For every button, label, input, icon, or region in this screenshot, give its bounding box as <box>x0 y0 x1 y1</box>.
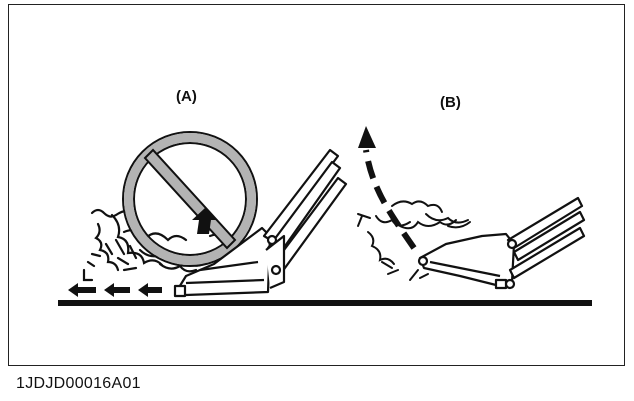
arrow-icon <box>192 208 218 234</box>
panel-a-illustration <box>68 131 348 298</box>
figure-code: 1JDJD00016A01 <box>16 375 141 392</box>
debris-b <box>357 200 471 281</box>
loader-arm-a <box>262 148 348 290</box>
bucket-a <box>173 226 272 298</box>
panel-b-label: (B) <box>440 94 461 111</box>
arrow-icon <box>358 126 417 250</box>
debris-a <box>82 208 254 282</box>
arrow-icon <box>68 283 162 297</box>
panel-a-label: (A) <box>176 88 197 105</box>
panel-b-illustration <box>357 126 586 290</box>
loader-arm-b <box>504 196 586 290</box>
bucket-b <box>417 232 516 290</box>
ground-line <box>58 300 592 306</box>
